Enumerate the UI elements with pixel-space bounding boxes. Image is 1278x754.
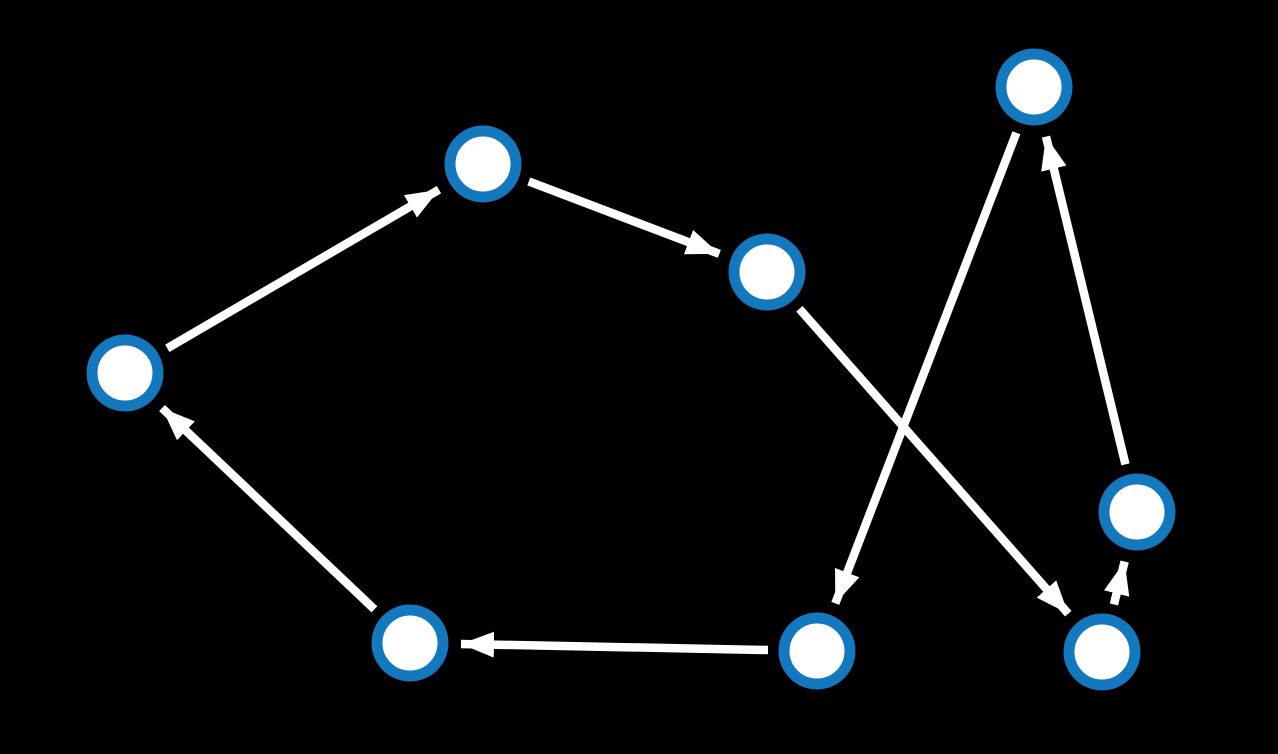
graph-edge-C-to-H [796, 305, 1072, 617]
graph-node-C [728, 233, 806, 311]
graph-edge-H-to-E [1104, 560, 1130, 606]
graph-edge-E-to-A [1041, 135, 1130, 466]
graph-node-E [1098, 473, 1176, 551]
graph-node-A [995, 48, 1073, 126]
graph-node-B [444, 125, 522, 203]
graph-node-F [371, 604, 449, 682]
graph-node-G [778, 612, 856, 690]
graph-edge-G-to-F [460, 631, 769, 658]
graph-edge-B-to-C [527, 177, 721, 258]
graph-edge-A-to-G [831, 131, 1021, 605]
graph-edge-F-to-D [159, 404, 378, 613]
graph-edge-D-to-B [165, 186, 442, 352]
graph-node-H [1063, 613, 1141, 691]
graph-node-D [86, 334, 164, 412]
